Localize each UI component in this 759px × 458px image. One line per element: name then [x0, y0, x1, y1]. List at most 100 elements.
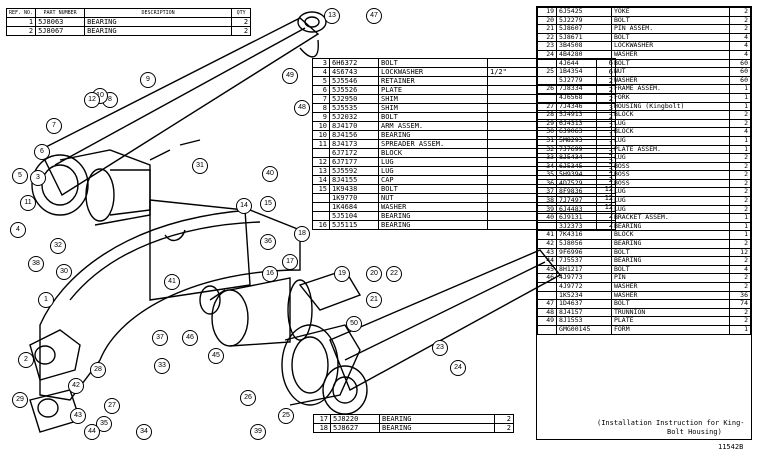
ref-cell: 7	[312, 94, 330, 104]
ref-cell: 15	[312, 184, 330, 194]
qty-cell: 2	[728, 187, 752, 198]
installation-note-line2: Bolt Housing)	[667, 428, 722, 436]
ref-cell	[536, 282, 558, 292]
part-number-cell: 6J4483	[556, 204, 612, 215]
part-number-cell: 5J2032	[329, 112, 379, 122]
part-number-cell: 5J2779	[556, 75, 612, 86]
description-cell: LUG	[610, 118, 730, 129]
callout-47: 47	[366, 8, 382, 24]
callout-6: 6	[34, 144, 50, 160]
description-cell: SHIM	[378, 94, 488, 104]
qty-cell: 2	[728, 307, 752, 318]
ref-cell: 30	[536, 127, 558, 137]
installation-note-line1: (Installation Instruction for King-	[597, 419, 745, 427]
qty-cell: 1	[728, 101, 752, 112]
part-number-cell: 8J1553	[556, 316, 612, 326]
qty-cell: 2	[728, 170, 752, 180]
callout-43: 43	[70, 408, 86, 424]
part-number-cell: 4J644	[556, 58, 612, 69]
part-number-cell: 6J7177	[329, 157, 379, 167]
description-cell: HOUSING (Kingbolt)	[610, 101, 730, 112]
ref-cell: 9	[312, 112, 330, 122]
description-cell: BLOCK	[610, 127, 730, 137]
part-number-cell: 1D4637	[556, 299, 612, 309]
part-number-cell: 5H9394	[556, 170, 612, 180]
callout-13: 13	[324, 8, 340, 24]
ref-cell	[536, 58, 558, 69]
ref-cell: 19	[536, 7, 558, 17]
ref-cell: 16	[312, 220, 330, 230]
callout-37: 37	[152, 330, 168, 346]
part-number-cell: 4S6743	[329, 67, 379, 77]
description-cell: PLATE ASSEM.	[610, 144, 730, 155]
description-cell: PLATE	[610, 316, 730, 326]
callout-32: 32	[50, 238, 66, 254]
part-number-cell: 8J4156	[329, 130, 379, 140]
description-cell: BOLT	[610, 299, 730, 309]
callout-5: 5	[12, 168, 28, 184]
part-number-cell: 5J2950	[329, 94, 379, 104]
callout-33: 33	[154, 358, 170, 374]
part-number-cell: 8F9836	[556, 187, 612, 198]
callout-27: 27	[104, 398, 120, 414]
part-number-cell: 5J5535	[329, 103, 379, 113]
ref-cell: 38	[536, 196, 558, 206]
ref-cell: 43	[536, 247, 558, 258]
ref-cell: 32	[536, 144, 558, 155]
part-number-cell: 4J9773	[556, 273, 612, 283]
qty-cell: 1	[728, 213, 752, 223]
part-number-cell: 7J4346	[556, 101, 612, 112]
qty-cell: 2	[728, 282, 752, 292]
callout-3: 3	[30, 170, 46, 186]
ref-cell: 33	[536, 153, 558, 163]
part-number-cell: 8J4157	[556, 307, 612, 318]
ref-cell: 23	[536, 41, 558, 51]
ref-cell: 17	[313, 414, 331, 424]
description-cell: CAP	[378, 175, 488, 185]
part-number-cell: 6J9063	[556, 127, 612, 137]
ref-cell: 47	[536, 299, 558, 309]
description-cell: NUT	[610, 67, 730, 77]
callout-26: 26	[240, 390, 256, 406]
description-cell: WASHER	[610, 290, 730, 301]
ref-cell: 39	[536, 204, 558, 215]
callout-21: 21	[366, 292, 382, 308]
part-number-cell: 6J7172	[329, 148, 379, 158]
ref-cell	[536, 75, 558, 86]
col-part-number: PART NUMBER	[35, 8, 86, 18]
ref-cell: 13	[312, 166, 330, 176]
ref-cell: 27	[536, 101, 558, 112]
callout-23: 23	[432, 340, 448, 356]
part-number-cell: 5J8607	[556, 24, 612, 34]
description-cell: BEARING	[378, 130, 488, 140]
ref-cell: 10	[312, 130, 330, 140]
description-cell: PLATE	[378, 85, 488, 95]
ref-cell: 10	[312, 121, 330, 131]
ref-cell: 34	[536, 161, 558, 172]
description-cell: BRACKET ASSEM.	[610, 213, 730, 223]
description-cell: BEARING	[610, 221, 730, 232]
qty-cell: 1	[728, 84, 752, 94]
part-number-cell: 5J5526	[329, 85, 379, 95]
description-cell: TRUNNION	[610, 307, 730, 318]
ref-cell: 36	[536, 178, 558, 189]
part-number-cell: 6J4313	[556, 118, 612, 129]
part-number-cell: 5J8671	[556, 32, 612, 43]
description-cell: BOSS	[610, 178, 730, 189]
ref-cell: 42	[536, 239, 558, 249]
